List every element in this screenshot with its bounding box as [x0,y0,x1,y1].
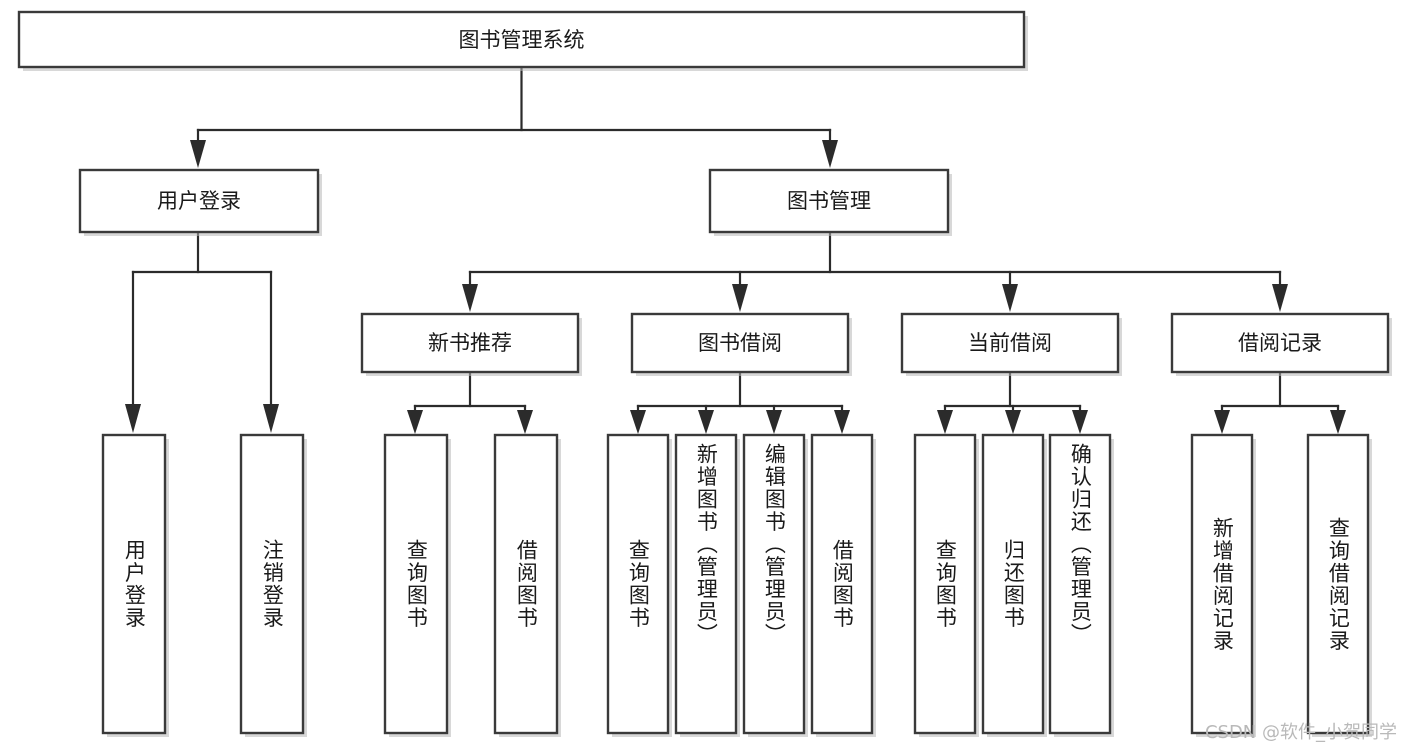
node-book-borrow-box[interactable] [630,312,850,374]
leaf-user-login-box[interactable] [101,433,167,735]
arrowhead-leaf-user-login [125,404,141,433]
leaf-confirm-return-box[interactable] [1048,433,1112,735]
node-layer: 图书管理系统 用户登录 图书管理 新书推荐 图书借阅 当前借阅 借阅记录 [17,10,1392,737]
arrowhead-new-book-recommend [462,284,478,312]
arrowhead-current-borrow [1002,284,1018,312]
leaf-query-book-3-box[interactable] [913,433,977,735]
leaf-query-book-2-box[interactable] [606,433,670,735]
arrowhead-leaf-edit-book [766,410,782,434]
arrowhead-leaf-add-record [1214,410,1230,434]
csdn-watermark: CSDN @软件_小贺同学 [1204,722,1397,743]
connector-layer [125,65,1346,434]
node-book-borrow-label: 图书借阅 [698,331,782,355]
node-new-book-recommend-box[interactable] [360,312,580,374]
leaf-edit-book-box[interactable] [742,433,806,735]
leaf-query-record-box[interactable] [1306,433,1370,735]
leaf-borrow-book-2-box[interactable] [810,433,874,735]
arrowhead-leaf-query-book-1 [407,410,423,434]
leaf-return-book-box[interactable] [981,433,1045,735]
arrowhead-leaf-query-book-3 [937,410,953,434]
node-root-box[interactable] [17,10,1026,69]
arrowhead-leaf-borrow-book-1 [517,410,533,434]
leaf-borrow-book-1-box[interactable] [493,433,559,735]
node-current-borrow-box[interactable] [900,312,1120,374]
node-user-login-box[interactable] [78,168,320,234]
arrowhead-borrow-record [1272,284,1288,312]
arrowhead-leaf-query-record [1330,410,1346,434]
leaf-query-book-1-box[interactable] [383,433,449,735]
node-new-book-recommend-label: 新书推荐 [428,331,512,355]
arrowhead-book-manage [822,140,838,168]
node-borrow-record-label: 借阅记录 [1238,331,1322,355]
node-root-label: 图书管理系统 [459,28,585,52]
node-book-manage-label: 图书管理 [787,189,871,213]
arrowhead-leaf-return-book [1005,410,1021,434]
arrowhead-leaf-user-logout [263,404,279,433]
leaf-user-logout-box[interactable] [239,433,305,735]
node-user-login-label: 用户登录 [157,189,241,213]
arrowhead-leaf-add-book [698,410,714,434]
arrowhead-leaf-confirm-return [1072,410,1088,434]
arrowhead-leaf-query-book-2 [630,410,646,434]
arrowhead-user-login [190,140,206,168]
arrowhead-leaf-borrow-book-2 [834,410,850,434]
leaf-add-record-box[interactable] [1190,433,1254,735]
leaf-add-book-box[interactable] [674,433,738,735]
arrowhead-book-borrow [732,284,748,312]
node-borrow-record-box[interactable] [1170,312,1390,374]
node-current-borrow-label: 当前借阅 [968,331,1052,355]
node-book-manage-box[interactable] [708,168,950,234]
